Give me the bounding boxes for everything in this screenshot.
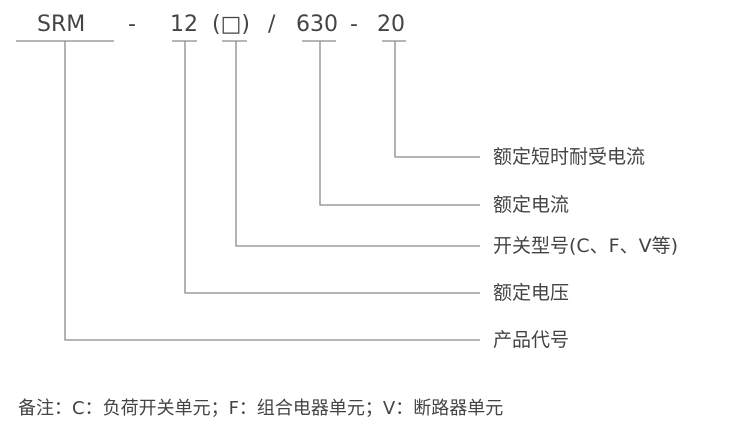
leader-short-time: [394, 41, 480, 158]
code-current: 630: [296, 12, 338, 37]
leader-voltage: [184, 41, 480, 294]
label-product: 产品代号: [493, 329, 570, 351]
code-slash: /: [268, 12, 276, 37]
code-dash: -: [128, 12, 136, 37]
footnote: 备注：C：负荷开关单元；F：组合电器单元；V：断路器单元: [18, 398, 504, 419]
code-short-time: 20: [377, 12, 405, 37]
label-current: 额定电流: [493, 194, 570, 216]
label-switch-type: 开关型号(C、F、V等): [493, 235, 679, 257]
code-product: SRM: [37, 12, 86, 37]
leader-switch-type: [235, 41, 480, 247]
code-voltage: 12: [170, 12, 198, 37]
leader-product: [64, 41, 480, 341]
label-voltage: 额定电压: [493, 282, 570, 304]
code-dash: -: [350, 12, 358, 37]
code-switch-type: (□): [212, 12, 250, 37]
leader-current: [319, 41, 480, 206]
label-short-time: 额定短时耐受电流: [493, 146, 646, 168]
